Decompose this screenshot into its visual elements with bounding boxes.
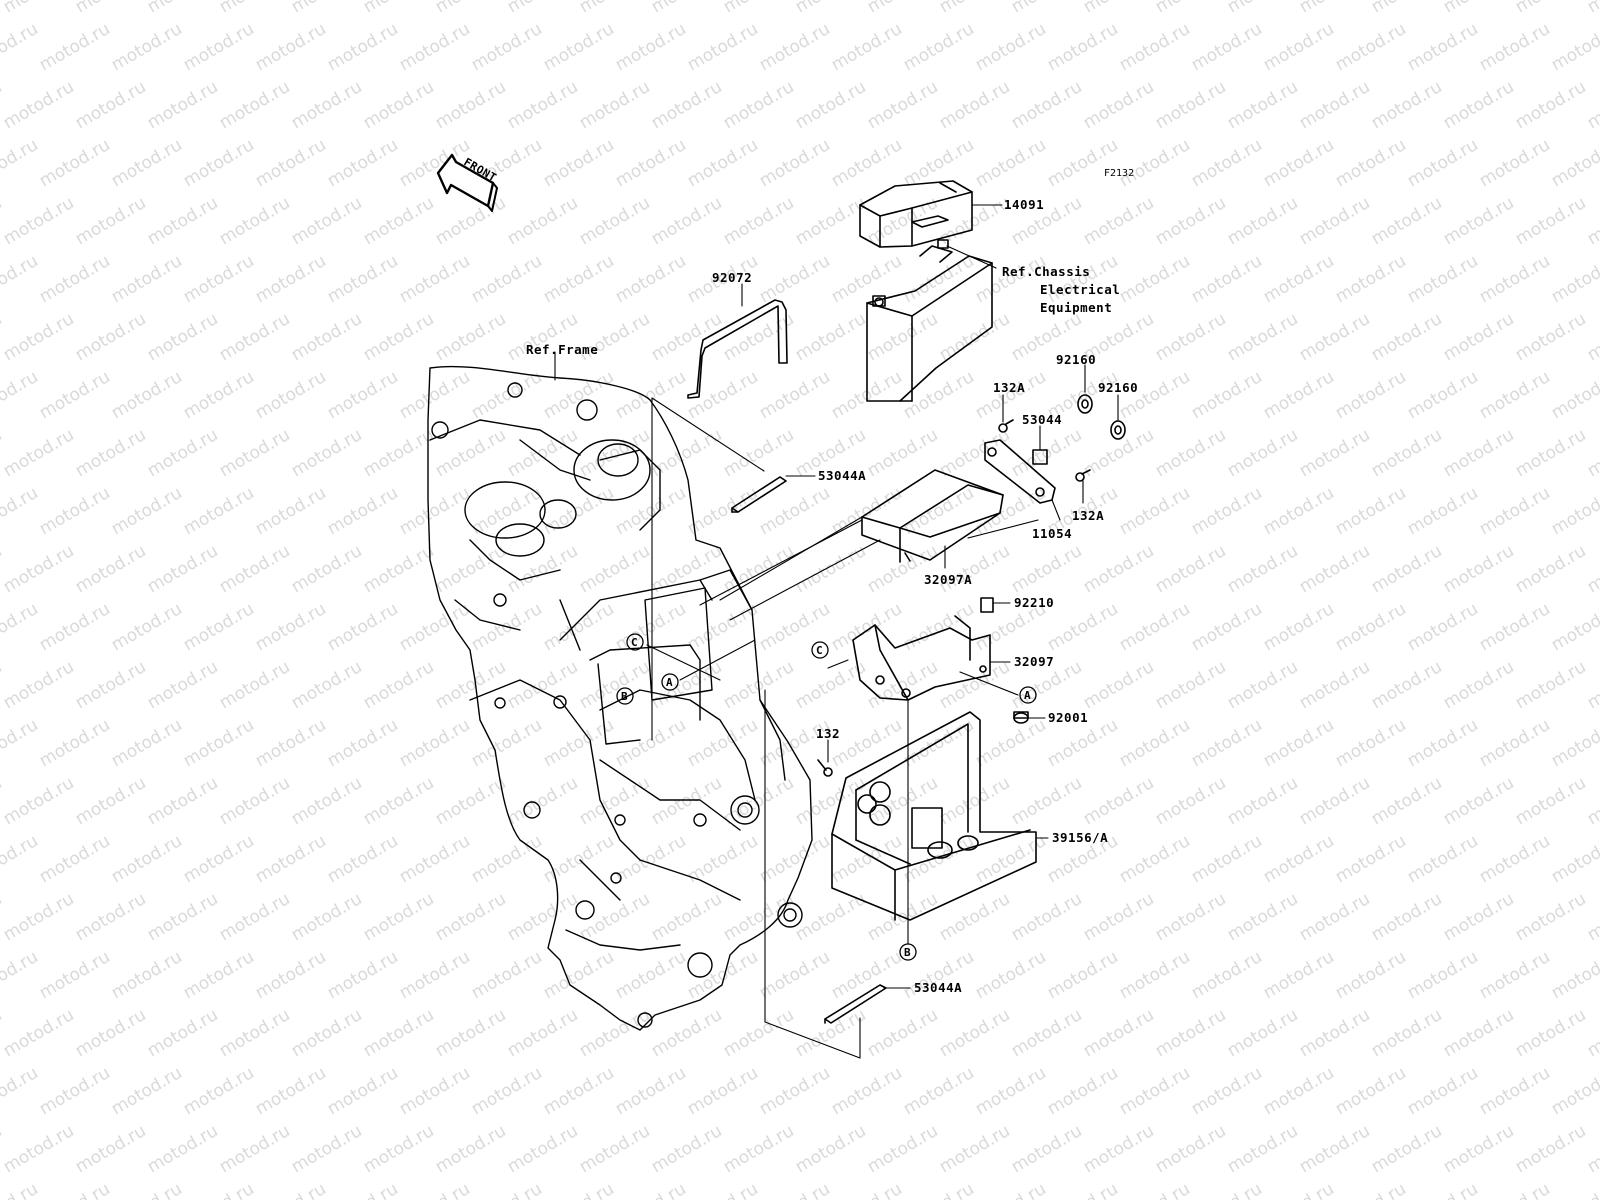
grommet-92160-b <box>1110 420 1126 440</box>
label-92001: 92001 <box>1048 710 1088 725</box>
label-ref-chassis-1: Ref.Chassis <box>1002 264 1090 279</box>
label-ref-chassis-2: Electrical <box>1040 282 1120 297</box>
label-ref-chassis-3: Equipment <box>1040 300 1112 315</box>
label-14091: 14091 <box>1004 197 1044 212</box>
label-32097a: 32097A <box>924 572 972 587</box>
bolt-132a-right <box>1075 469 1091 482</box>
ref-marker-b-case: B <box>904 946 911 959</box>
rubber-strip-bottom <box>824 984 887 1024</box>
battery-cover <box>859 180 973 248</box>
bolt-132 <box>817 759 833 777</box>
rubber-strip-top <box>731 476 787 513</box>
label-53044a-bottom: 53044A <box>914 980 962 995</box>
battery <box>866 239 993 402</box>
label-92072: 92072 <box>712 270 752 285</box>
bracket-32097 <box>852 615 991 701</box>
label-132: 132 <box>816 726 840 741</box>
ref-marker-c-bracket: C <box>816 644 823 657</box>
bolt-132a-top <box>998 419 1014 433</box>
front-arrow-icon <box>436 153 498 212</box>
label-92210: 92210 <box>1014 595 1054 610</box>
label-53044: 53044 <box>1022 412 1062 427</box>
battery-strap <box>687 299 788 399</box>
ref-marker-a-frame: A <box>666 676 673 689</box>
battery-holder <box>861 469 1004 563</box>
label-ref-frame: Ref.Frame <box>526 342 598 357</box>
collar-53044 <box>1032 449 1048 465</box>
label-39156: 39156/A <box>1052 830 1108 845</box>
battery-case <box>831 711 1037 921</box>
ref-marker-b-frame: B <box>621 690 628 703</box>
ref-marker-a-bracket: A <box>1024 689 1031 702</box>
label-132a-top: 132A <box>993 380 1025 395</box>
motorcycle-frame <box>427 365 813 1031</box>
bolt-92001 <box>1013 711 1029 724</box>
grommet-92160-a <box>1077 394 1093 414</box>
label-92160-b: 92160 <box>1098 380 1138 395</box>
clip-92210 <box>980 597 994 613</box>
leader-lines <box>554 204 1119 1059</box>
label-132a-right: 132A <box>1072 508 1104 523</box>
ref-marker-circles <box>616 633 1037 961</box>
label-11054: 11054 <box>1032 526 1072 541</box>
ref-marker-c-frame: C <box>631 636 638 649</box>
diagram-code: F2132 <box>1104 168 1134 179</box>
label-53044a-top: 53044A <box>818 468 866 483</box>
label-32097: 32097 <box>1014 654 1054 669</box>
label-92160-a: 92160 <box>1056 352 1096 367</box>
